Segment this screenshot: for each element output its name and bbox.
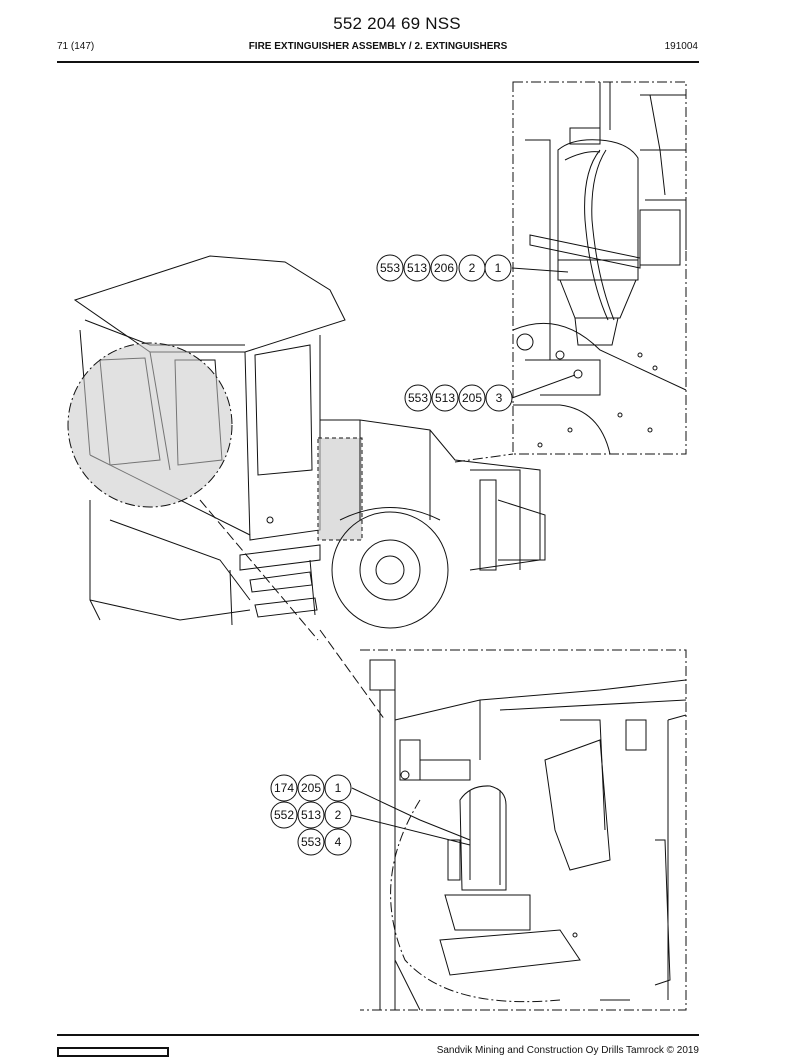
callout-label: 553 [301,835,321,849]
callout-group-lower: 174 205 1 552 513 2 553 4 [270,774,352,856]
document-number: 552 204 69 NSS [333,14,461,33]
view-leader-lines [199,499,386,721]
lower-detail-view [360,649,687,1011]
callout-label: 3 [496,391,503,405]
callout-label: 513 [301,808,321,822]
callout-label: 206 [434,261,454,275]
callout-label: 4 [335,835,342,849]
callout-label: 552 [274,808,294,822]
callout-group-upper-2: 553 513 205 3 [404,384,513,412]
callout-label: 2 [469,261,476,275]
main-machine-view [67,255,546,629]
callout-leaders [349,267,576,846]
callout-label: 553 [408,391,428,405]
date-code: 191004 [664,41,698,52]
callout-label: 1 [335,781,342,795]
footer-rule [57,1034,699,1036]
callout-label: 174 [274,781,294,795]
brand-logo [57,1047,169,1057]
upper-extinguisher-detail [512,82,687,455]
header-rule [57,61,699,63]
callout-group-upper-1: 553 513 206 2 1 [376,254,512,282]
page-info: 71 (147) [57,41,95,52]
callout-label: 205 [462,391,482,405]
callout-label: 2 [335,808,342,822]
section-title: FIRE EXTINGUISHER ASSEMBLY / 2. EXTINGUI… [248,41,508,52]
callout-label: 1 [495,261,502,275]
callout-label: 513 [407,261,427,275]
callout-label: 513 [435,391,455,405]
callout-label: 205 [301,781,321,795]
callout-label: 553 [380,261,400,275]
copyright-notice: Sandvik Mining and Construction Oy Drill… [436,1045,699,1056]
